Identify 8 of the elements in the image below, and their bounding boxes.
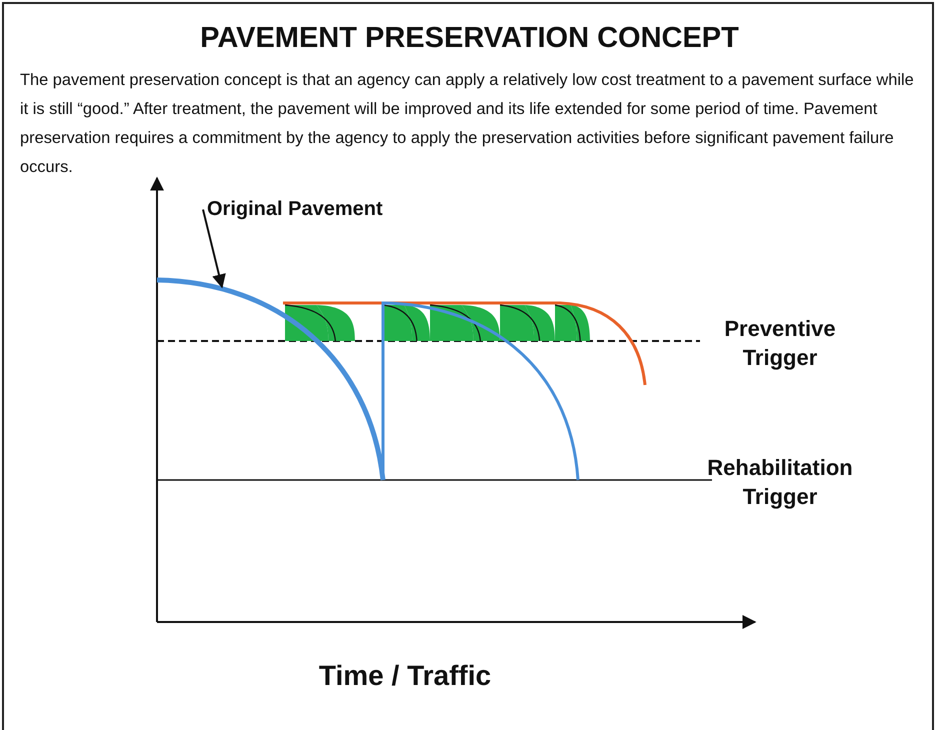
axis-title: Time / Traffic xyxy=(318,660,492,692)
title: PAVEMENT PRESERVATION CONCEPT xyxy=(199,22,740,55)
trigger-label: Preventive Trigger xyxy=(723,315,837,372)
description-text: The pavement preservation concept is that an agency can apply a relatively low cost treatment to a pavement surface while it is still “good.” After treatment, the pavement will be improved and its life extended for some period of time. Pavement preservation requires a commitment by the agency to apply the preservation activities before significant pavement failure occurs. xyxy=(20,70,915,178)
deterioration-curve xyxy=(156,278,386,480)
leader-line xyxy=(202,209,226,288)
callout-label: Original Pavement xyxy=(207,198,383,221)
trigger-label: Rehabilitation Trigger xyxy=(706,454,854,511)
